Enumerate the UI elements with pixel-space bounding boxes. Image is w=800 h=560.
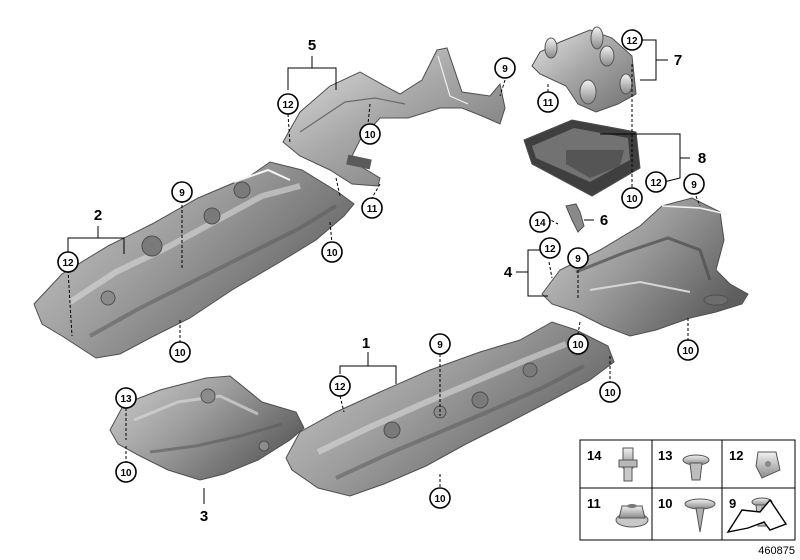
svg-text:9: 9	[502, 64, 508, 75]
callouts: 9 12 10 11 12 11 12 10 9 12 10 10 9 14 1…	[57, 29, 705, 509]
direction-arrow-icon	[726, 498, 788, 534]
part-8-tray	[523, 119, 641, 197]
callout-13: 13	[115, 387, 137, 409]
svg-text:11: 11	[543, 98, 554, 109]
svg-text:10: 10	[174, 348, 186, 359]
legend-cell-11: 11	[587, 496, 649, 528]
part-label-5: 5	[308, 37, 316, 54]
svg-text:13: 13	[658, 448, 672, 463]
callout-12: 12	[539, 237, 561, 259]
callout-11: 11	[537, 91, 559, 113]
svg-text:10: 10	[120, 468, 132, 479]
expansion-rivet-icon	[682, 454, 710, 481]
svg-text:12: 12	[626, 36, 638, 47]
svg-text:12: 12	[282, 100, 294, 111]
legend-cell-14: 14	[587, 447, 638, 482]
legend-cell-10: 10	[658, 496, 716, 533]
svg-text:11: 11	[367, 204, 378, 215]
svg-text:10: 10	[658, 496, 672, 511]
callout-9: 9	[429, 333, 451, 355]
part-1-shield	[285, 321, 615, 497]
svg-text:12: 12	[729, 448, 743, 463]
svg-text:10: 10	[434, 494, 446, 505]
legend-cell-arrow	[726, 498, 788, 534]
callout-10: 10	[567, 333, 589, 355]
callout-12: 12	[277, 93, 299, 115]
part-label-2: 2	[94, 207, 102, 224]
svg-text:11: 11	[587, 496, 601, 511]
part-label-6: 6	[600, 212, 608, 229]
part-label-7: 7	[674, 52, 682, 69]
svg-text:9: 9	[575, 254, 581, 265]
part-5-bracket	[282, 47, 506, 187]
svg-text:12: 12	[62, 258, 74, 269]
callout-10: 10	[115, 461, 137, 483]
svg-text:9: 9	[691, 180, 697, 191]
svg-text:9: 9	[179, 188, 185, 199]
svg-text:12: 12	[544, 244, 556, 255]
svg-text:10: 10	[364, 130, 376, 141]
part-label-4: 4	[504, 264, 513, 281]
legend-cell-12: 12	[729, 448, 781, 479]
document-number: 460875	[758, 545, 795, 557]
leader-lines	[67, 39, 701, 504]
callout-14: 14	[529, 211, 551, 233]
callout-9: 9	[567, 247, 589, 269]
callout-10: 10	[429, 487, 451, 509]
part-6-clip	[565, 203, 585, 233]
callout-9: 9	[683, 173, 705, 195]
svg-text:9: 9	[729, 496, 736, 511]
hex-bolt-icon	[618, 447, 638, 482]
callout-10: 10	[677, 339, 699, 361]
svg-text:10: 10	[682, 346, 694, 357]
part-3-shield	[109, 375, 305, 481]
callout-10: 10	[359, 123, 381, 145]
part-labels: 1 2 3 4 5 6 7 8	[94, 37, 706, 525]
callout-10: 10	[321, 241, 343, 263]
callout-10: 10	[599, 381, 621, 403]
fastener-legend: 14 13 12 11	[579, 439, 796, 541]
part-label-3: 3	[200, 508, 208, 525]
part-7-housing	[531, 26, 637, 113]
callout-12: 12	[57, 251, 79, 273]
callout-9: 9	[494, 57, 516, 79]
svg-text:14: 14	[534, 218, 546, 229]
part-2-shield	[33, 161, 355, 359]
svg-text:10: 10	[326, 248, 338, 259]
callout-12: 12	[329, 375, 351, 397]
svg-text:13: 13	[120, 394, 132, 405]
callout-11: 11	[361, 197, 383, 219]
part-label-8: 8	[698, 150, 706, 167]
part-label-1: 1	[362, 335, 370, 352]
callout-9: 9	[171, 181, 193, 203]
part-4-shield	[541, 197, 749, 337]
flange-nut-icon	[615, 504, 649, 528]
svg-text:10: 10	[572, 340, 584, 351]
washer-screw-icon	[684, 498, 716, 533]
callout-10: 10	[621, 187, 643, 209]
callout-10: 10	[169, 341, 191, 363]
svg-text:14: 14	[587, 448, 602, 463]
svg-text:10: 10	[604, 388, 616, 399]
svg-text:12: 12	[334, 382, 346, 393]
callout-12: 12	[621, 29, 643, 51]
svg-text:9: 9	[437, 340, 443, 351]
svg-text:12: 12	[650, 178, 662, 189]
spring-nut-icon	[755, 451, 781, 479]
callout-12: 12	[645, 171, 667, 193]
legend-cell-13: 13	[658, 448, 710, 481]
svg-text:10: 10	[626, 194, 638, 205]
